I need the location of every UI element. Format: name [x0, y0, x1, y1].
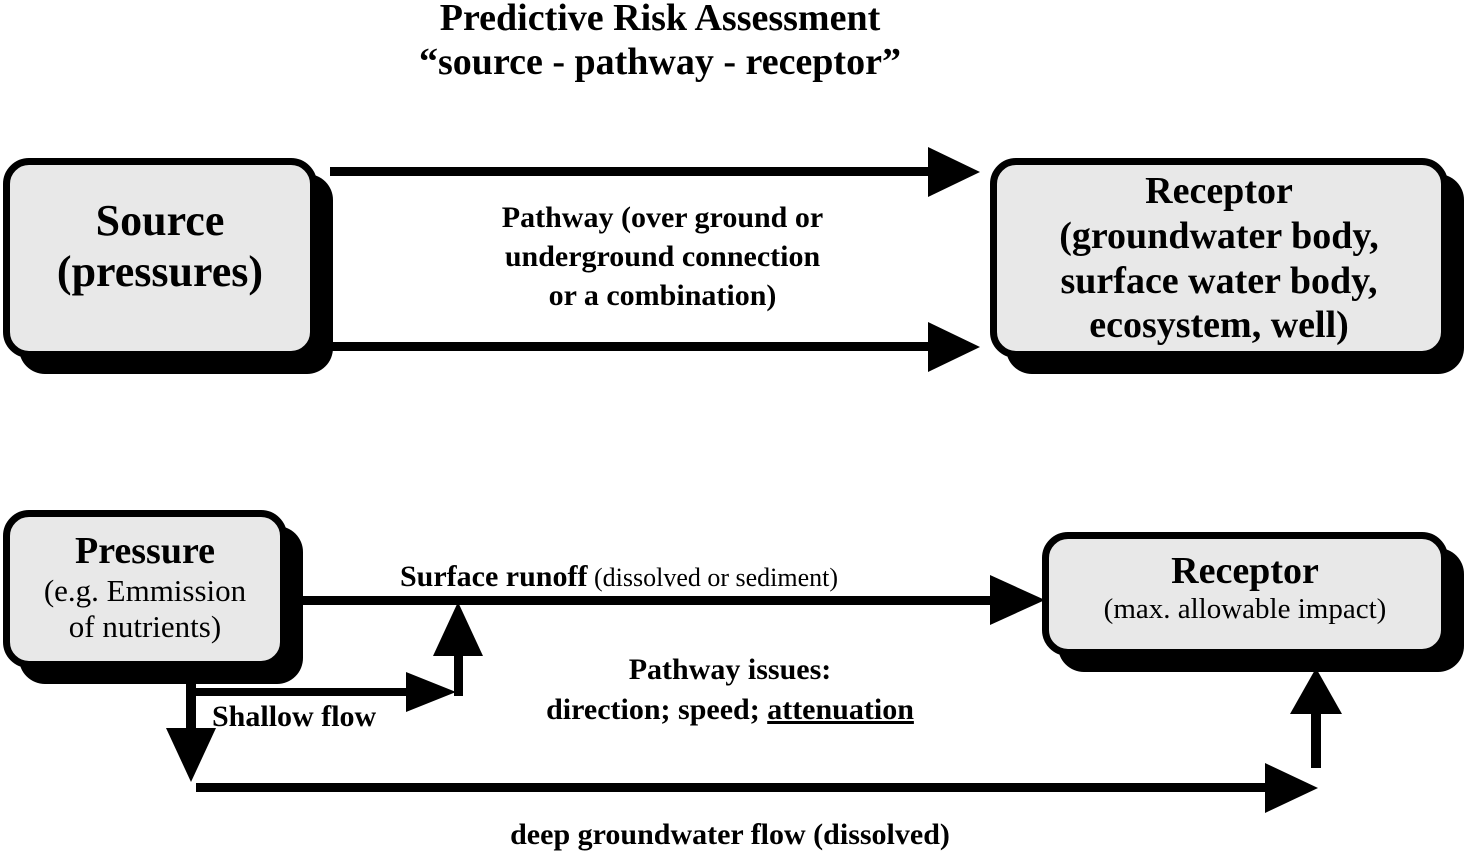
source-subtitle: (pressures) — [56, 247, 264, 297]
impact-receptor-box: Receptor (max. allowable impact) — [1042, 532, 1448, 656]
deep-flow-label: deep groundwater flow (dissolved) — [510, 818, 950, 851]
deep-flow-down-arrow — [166, 682, 216, 782]
impact-receptor-title: Receptor — [1171, 550, 1319, 592]
deep-flow-horizontal-arrow — [196, 763, 1318, 813]
shallow-flow-arrow — [192, 602, 483, 712]
pathway-label: Pathway (over ground or underground conn… — [420, 198, 905, 315]
pathway-issues-label: Pathway issues: direction; speed; attenu… — [490, 650, 970, 729]
receptor-line-3: surface water body, — [1060, 259, 1378, 302]
pathway-issues-line-1: Pathway issues: — [628, 653, 832, 686]
pathway-line-2: underground connection — [504, 240, 821, 273]
source-box: Source (pressures) — [3, 158, 317, 358]
top-upper-arrow — [330, 147, 980, 197]
surface-runoff-normal: (dissolved or sediment) — [587, 563, 839, 592]
pressure-line-2: of nutrients) — [68, 609, 222, 645]
pressure-title: Pressure — [74, 530, 215, 572]
pathway-issues-attenuation: attenuation — [767, 692, 914, 726]
title-line-1: Predictive Risk Assessment — [439, 0, 881, 39]
pressure-line-1: (e.g. Emmission — [43, 573, 247, 609]
impact-receptor-subtitle: (max. allowable impact) — [1103, 593, 1387, 626]
pathway-line-3: or a combination) — [548, 279, 777, 312]
deep-flow-up-arrow — [1290, 668, 1342, 768]
receptor-title: Receptor — [1145, 170, 1293, 212]
source-title: Source — [95, 196, 225, 245]
receptor-line-4: ecosystem, well) — [1089, 304, 1349, 347]
surface-runoff-arrow — [300, 575, 1045, 625]
top-lower-arrow — [330, 322, 980, 372]
surface-runoff-bold: Surface runoff — [400, 560, 588, 593]
title-line-2: “source - pathway - receptor” — [419, 41, 901, 84]
diagram-title: Predictive Risk Assessment “source - pat… — [0, 0, 1320, 84]
receptor-box: Receptor (groundwater body, surface wate… — [990, 158, 1448, 358]
shallow-flow-label: Shallow flow — [212, 700, 377, 733]
receptor-line-2: (groundwater body, — [1059, 214, 1379, 257]
pressure-box: Pressure (e.g. Emmission of nutrients) — [3, 510, 287, 668]
pathway-line-1: Pathway (over ground or — [501, 201, 824, 234]
pathway-issues-line-2: direction; speed; — [546, 692, 768, 726]
surface-runoff-label: Surface runoff (dissolved or sediment) — [400, 560, 838, 595]
